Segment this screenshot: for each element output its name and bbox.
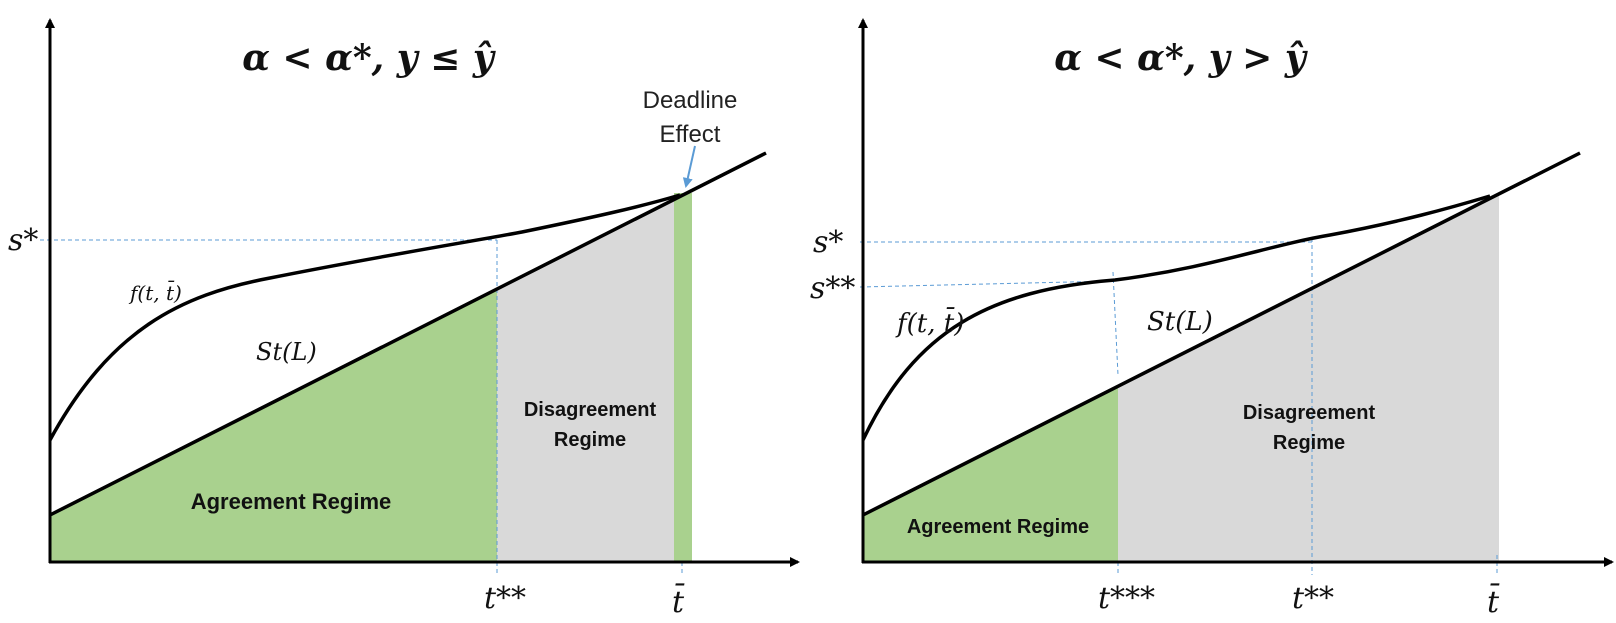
right-s-star-label: s*: [813, 225, 843, 260]
right-x-tick-tbar: t̄: [1487, 582, 1500, 620]
right-panel: α < α*, y > ŷ s* s** f(t, t̄) St(L) Agre…: [810, 18, 1614, 620]
right-disagreement-label-2: Regime: [1273, 432, 1345, 454]
right-st-label: St(L): [1147, 307, 1213, 337]
left-panel: α < α*, y ≤ ŷ s* f(t, t̄) St(L) Agreemen…: [8, 18, 800, 620]
right-s-2star-label: s**: [810, 271, 855, 306]
left-f-label: f(t, t̄): [128, 280, 182, 305]
left-disagreement-label-1: Disagreement: [524, 399, 657, 421]
right-f-label: f(t, t̄): [895, 306, 964, 339]
right-title: α < α*, y > ŷ: [1054, 37, 1308, 79]
right-x-tick-t2star: t**: [1292, 581, 1334, 616]
right-disagreement-label-1: Disagreement: [1243, 402, 1376, 424]
left-x-tick-tbar: t̄: [672, 582, 685, 620]
left-s-star-label: s*: [8, 223, 38, 258]
left-disagreement-region: [497, 200, 675, 562]
left-deadline-band: [674, 193, 692, 562]
left-deadline-label-1: Deadline: [643, 87, 738, 114]
left-deadline-label-2: Effect: [660, 121, 721, 148]
right-s-2star-guide: [859, 280, 1114, 288]
right-st-line: [862, 151, 1581, 517]
left-f-curve: [48, 193, 681, 441]
left-title: α < α*, y ≤ ŷ: [242, 37, 496, 79]
right-f-curve: [861, 194, 1491, 441]
right-x-tick-t3star: t***: [1098, 581, 1155, 616]
left-deadline-arrow: [682, 145, 696, 188]
left-agreement-label: Agreement Regime: [191, 489, 392, 514]
left-x-tick-t2star: t**: [484, 581, 526, 616]
left-st-label: St(L): [256, 338, 317, 366]
right-agreement-region: [863, 386, 1118, 562]
left-agreement-region: [50, 290, 497, 562]
left-disagreement-label-2: Regime: [554, 429, 626, 451]
right-t3star-guide-upper: [1112, 271, 1119, 376]
right-agreement-label: Agreement Regime: [907, 516, 1089, 538]
right-disagreement-region: [1118, 196, 1499, 562]
left-st-line: [49, 151, 767, 517]
